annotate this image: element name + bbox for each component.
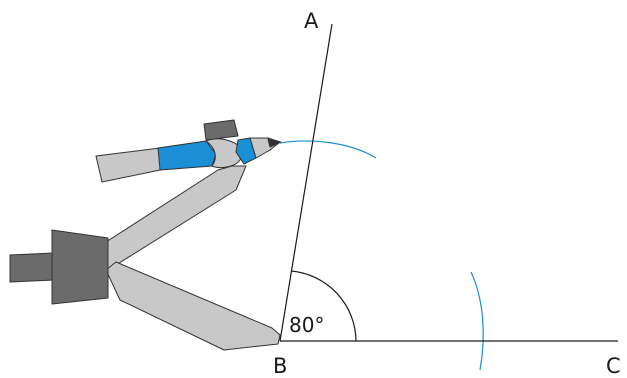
- point-c-label: C: [606, 354, 621, 378]
- pencil-sleeve: [157, 140, 217, 171]
- angle-marker-arc: [290, 270, 357, 342]
- construction-arc: [279, 140, 377, 159]
- point-a-label: A: [304, 9, 319, 33]
- compass-handle: [9, 252, 55, 283]
- point-b-label: B: [273, 354, 287, 378]
- pencil-lead: [267, 138, 282, 148]
- pencil-holder: [95, 147, 161, 183]
- compass-hinge: [51, 229, 109, 305]
- pencil-tip-band: [235, 137, 257, 165]
- compass-lower-arm: [105, 261, 281, 351]
- compass-upper-arm: [105, 165, 247, 271]
- clamp-screw: [203, 119, 239, 141]
- angle-value-label: 80°: [289, 313, 324, 337]
- ray-ba: [279, 23, 333, 342]
- compass-icon: [9, 119, 282, 351]
- construction-arc-on-bc: [470, 271, 484, 371]
- pencil-ring: [205, 138, 243, 169]
